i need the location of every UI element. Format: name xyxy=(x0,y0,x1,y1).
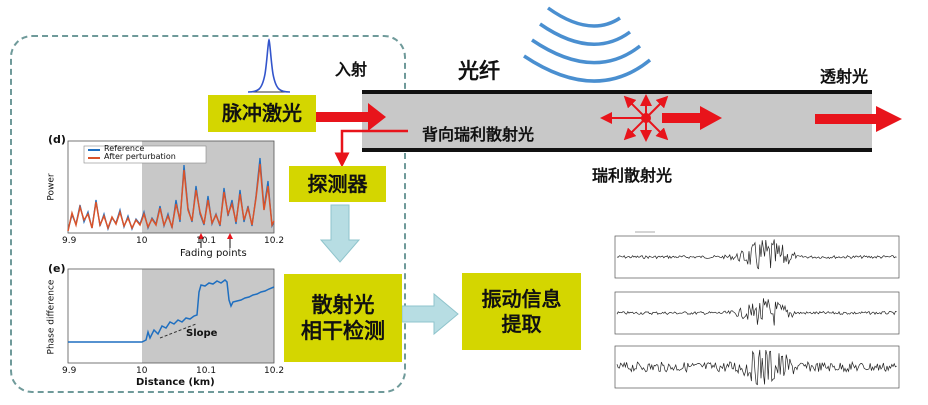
plot-d-panel-label: (d) xyxy=(48,133,66,146)
plot-e-xtick: 10.1 xyxy=(196,366,217,376)
fiber-label: 光纤 xyxy=(458,59,500,83)
fading-points-label: Fading points xyxy=(180,248,247,259)
optical-fiber xyxy=(362,90,872,152)
waveform-trace-2 xyxy=(616,298,897,326)
rayleigh-label: 瑞利散射光 xyxy=(592,166,673,185)
vibration-waveforms xyxy=(614,231,900,389)
plot-e-ylabel: Phase difference xyxy=(46,279,57,355)
slope-label: Slope xyxy=(186,328,218,339)
plot-d xyxy=(67,140,275,248)
waveform-panel-1 xyxy=(614,231,900,279)
waveform-panel-3 xyxy=(614,345,900,389)
plot-d-xtick: 9.9 xyxy=(62,236,77,246)
vibration-wave-icon xyxy=(523,6,652,83)
forward-arrow-icon xyxy=(662,106,722,130)
left-panel-frame xyxy=(10,35,406,393)
plot-d-ylabel: Power xyxy=(46,173,57,201)
transmitted-label: 透射光 xyxy=(820,67,869,86)
down-arrow-icon xyxy=(319,204,361,263)
plot-e-phase-line xyxy=(68,279,275,343)
detector-box: 探测器 xyxy=(289,166,386,202)
plot-d-xtick: 10 xyxy=(136,236,148,246)
vibration-extraction-line2: 提取 xyxy=(501,311,542,336)
plot-d-xtick: 10.1 xyxy=(196,236,217,246)
plot-e xyxy=(67,268,275,364)
plot-e-xlabel: Distance (km) xyxy=(136,377,215,388)
scatter-point-icon xyxy=(600,94,669,142)
plot-e-xtick: 10 xyxy=(136,366,148,376)
transmitted-arrow-icon xyxy=(815,106,902,132)
right-arrow-icon xyxy=(401,292,459,336)
pulse-laser-text: 脉冲激光 xyxy=(222,101,302,125)
gaussian-pulse-icon xyxy=(247,38,291,93)
coherent-detection-box: 散射光 相干检测 xyxy=(284,274,402,362)
waveform-panel-2 xyxy=(614,291,900,335)
backscatter-arrow-icon xyxy=(334,129,408,168)
coherent-detection-line2: 相干检测 xyxy=(301,319,385,343)
plot-d-xtick: 10.2 xyxy=(264,236,285,246)
backscatter-label: 背向瑞利散射光 xyxy=(422,125,535,144)
waveform-trace-3 xyxy=(616,349,897,386)
plot-e-panel-label: (e) xyxy=(48,262,66,275)
plot-e-xtick: 9.9 xyxy=(62,366,77,376)
plot-d-perturbation-line xyxy=(67,163,275,232)
plot-d-legend-perturbation: After perturbation xyxy=(104,152,176,161)
coherent-detection-line1: 散射光 xyxy=(311,292,375,317)
vibration-extraction-box: 振动信息 提取 xyxy=(462,273,581,350)
incident-arrow-icon xyxy=(315,103,386,131)
plot-d-legend-reference: Reference xyxy=(104,144,145,153)
incident-label: 入射 xyxy=(335,60,368,79)
vibration-extraction-line1: 振动信息 xyxy=(481,286,562,311)
pulse-laser-box: 脉冲激光 xyxy=(208,95,316,132)
plot-e-xtick: 10.2 xyxy=(264,366,285,376)
waveform-trace-1 xyxy=(616,239,897,270)
detector-text: 探测器 xyxy=(307,171,368,196)
